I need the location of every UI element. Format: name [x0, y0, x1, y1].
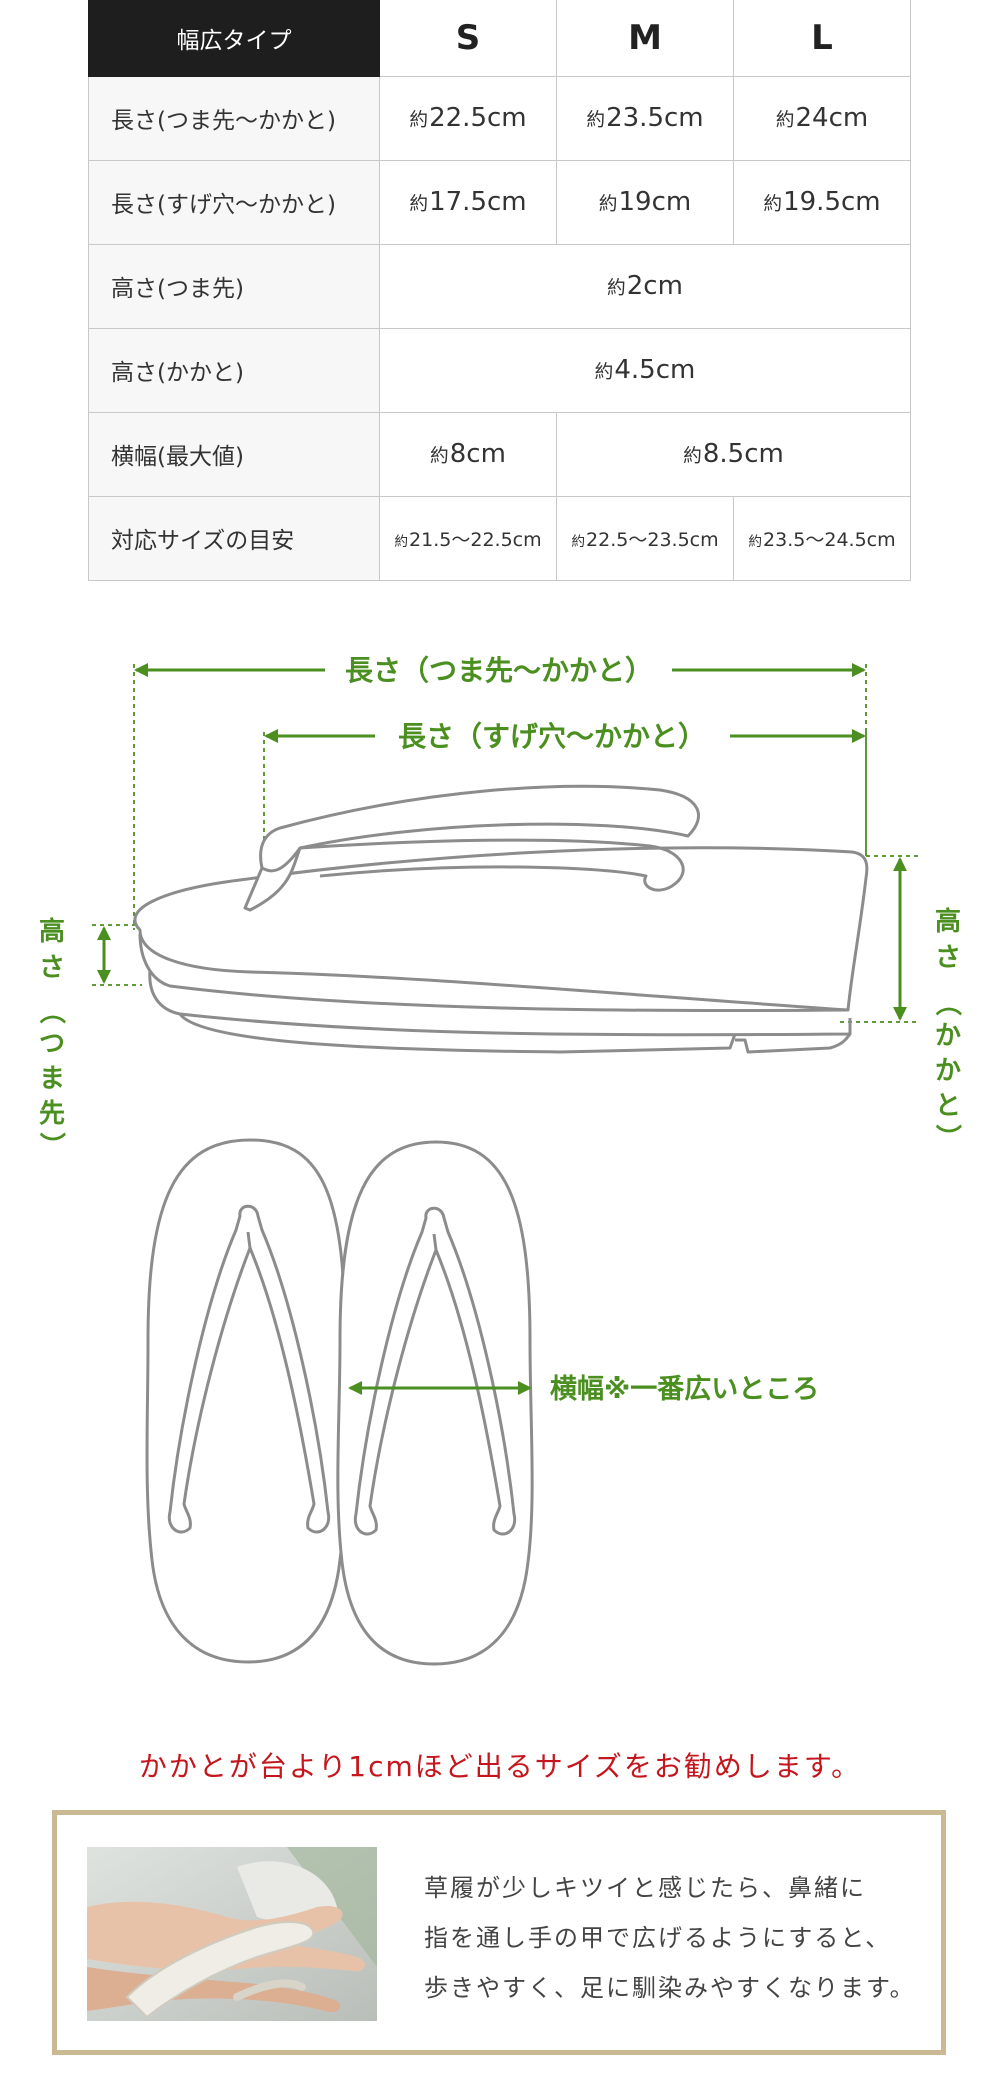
cell-value: 24cm — [795, 103, 869, 133]
approx-prefix: 約 — [586, 110, 606, 131]
svg-text:つ: つ — [39, 1029, 65, 1059]
cell-value: 22.5〜23.5cm — [586, 528, 719, 551]
approx-prefix: 約 — [607, 278, 626, 299]
approx-prefix: 約 — [430, 446, 449, 467]
cell-value: 17.5cm — [429, 187, 527, 217]
length-hole-heel-label: 長さ（すげ穴〜かかと） — [398, 720, 706, 753]
svg-text:（: （ — [932, 990, 962, 1016]
approx-prefix: 約 — [763, 194, 783, 215]
approx-prefix: 約 — [394, 533, 409, 550]
sandal-pair-illustration — [145, 1138, 534, 1666]
table-cell: 約24cm — [733, 75, 911, 161]
svg-text:）: ） — [36, 1132, 66, 1158]
cell-value: 22.5cm — [429, 103, 527, 133]
size-header-s: S — [379, 0, 557, 77]
svg-text:と: と — [935, 1091, 961, 1121]
table-cell: 約21.5〜22.5cm — [379, 495, 557, 581]
tip-line: 歩きやすく、足に馴染みやすくなります。 — [424, 1974, 916, 2002]
svg-text:（: （ — [36, 998, 66, 1024]
table-row: 対応サイズの目安 約21.5〜22.5cm 約22.5〜23.5cm 約23.5… — [88, 495, 911, 581]
table-cell: 約8cm — [379, 411, 557, 497]
svg-text:さ: さ — [935, 943, 961, 973]
cell-value: 19cm — [618, 187, 692, 217]
table-type-label: 幅広タイプ — [88, 0, 380, 77]
table-cell: 約4.5cm — [379, 327, 911, 413]
approx-prefix: 約 — [409, 110, 429, 131]
svg-text:か: か — [935, 1056, 961, 1086]
approx-prefix: 約 — [598, 194, 618, 215]
svg-text:高: 高 — [39, 916, 65, 947]
table-cell: 約19cm — [556, 159, 734, 245]
table-cell: 約8.5cm — [556, 411, 911, 497]
svg-text:さ: さ — [39, 953, 65, 983]
approx-prefix: 約 — [571, 533, 586, 550]
tip-line: 草履が少しキツイと感じたら、鼻緒に — [424, 1874, 866, 1902]
size-table: 幅広タイプ S M L 長さ(つま先〜かかと) 約22.5cm 約23.5cm … — [88, 0, 911, 581]
table-cell: 約22.5〜23.5cm — [556, 495, 734, 581]
length-toe-heel-label: 長さ（つま先〜かかと） — [345, 654, 653, 687]
right-sandal-sole — [336, 1140, 534, 1666]
sandal-side-view-diagram: 長さ（つま先〜かかと） 長さ（すげ穴〜かかと） 高 さ （ つ ま 先 ） 高 … — [36, 654, 962, 1158]
row-label: 横幅(最大値) — [88, 411, 380, 497]
approx-prefix: 約 — [409, 194, 429, 215]
svg-text:か: か — [935, 1021, 961, 1051]
approx-prefix: 約 — [748, 533, 763, 550]
cell-value: 23.5cm — [606, 103, 704, 133]
approx-prefix: 約 — [594, 362, 614, 383]
cell-value: 4.5cm — [614, 355, 696, 385]
width-label: 横幅※一番広いところ — [550, 1373, 819, 1405]
sandal-side-illustration — [133, 784, 869, 1054]
strap-stretching-photo — [87, 1847, 377, 2021]
height-heel-label: 高 さ （ か か と ） — [932, 906, 962, 1150]
svg-text:）: ） — [932, 1124, 962, 1150]
cell-value: 8.5cm — [702, 439, 784, 469]
tip-line: 指を通し手の甲で広げるようにすると、 — [424, 1924, 892, 1952]
row-label: 高さ(かかと) — [88, 327, 380, 413]
table-header-row: 幅広タイプ S M L — [88, 0, 911, 77]
cell-value: 2cm — [626, 271, 683, 301]
table-row: 長さ(つま先〜かかと) 約22.5cm 約23.5cm 約24cm — [88, 75, 911, 161]
cell-value: 8cm — [449, 439, 506, 469]
approx-prefix: 約 — [683, 446, 702, 467]
size-header-m: M — [556, 0, 734, 77]
row-label: 長さ(つま先〜かかと) — [88, 75, 380, 161]
sandal-top-view-diagram: 横幅※一番広いところ — [145, 1138, 819, 1666]
table-row: 高さ(つま先) 約2cm — [88, 243, 911, 329]
row-label: 高さ(つま先) — [88, 243, 380, 329]
cell-value: 19.5cm — [783, 187, 881, 217]
row-label: 長さ(すげ穴〜かかと) — [88, 159, 380, 245]
row-label: 対応サイズの目安 — [88, 495, 380, 581]
svg-text:高: 高 — [935, 906, 961, 937]
table-cell: 約2cm — [379, 243, 911, 329]
table-row: 横幅(最大値) 約8cm 約8.5cm — [88, 411, 911, 497]
cell-value: 23.5〜24.5cm — [763, 528, 896, 551]
fitting-tip-text: 草履が少しキツイと感じたら、鼻緒に 指を通し手の甲で広げるようにすると、 歩きや… — [424, 1863, 934, 2013]
svg-text:先: 先 — [39, 1099, 65, 1129]
table-cell: 約23.5〜24.5cm — [733, 495, 911, 581]
size-header-l: L — [733, 0, 911, 77]
table-cell: 約19.5cm — [733, 159, 911, 245]
svg-text:ま: ま — [39, 1064, 65, 1094]
table-cell: 約17.5cm — [379, 159, 557, 245]
dimension-arrows — [97, 663, 907, 1021]
fitting-tip-box: 草履が少しキツイと感じたら、鼻緒に 指を通し手の甲で広げるようにすると、 歩きや… — [52, 1810, 946, 2055]
table-row: 長さ(すげ穴〜かかと) 約17.5cm 約19cm 約19.5cm — [88, 159, 911, 245]
table-cell: 約22.5cm — [379, 75, 557, 161]
approx-prefix: 約 — [775, 110, 795, 131]
table-cell: 約23.5cm — [556, 75, 734, 161]
height-toe-label: 高 さ （ つ ま 先 ） — [36, 916, 66, 1158]
cell-value: 21.5〜22.5cm — [409, 528, 542, 551]
size-recommendation-text: かかとが台より1cmほど出るサイズをお勧めします。 — [138, 1750, 862, 1783]
table-row: 高さ(かかと) 約4.5cm — [88, 327, 911, 413]
